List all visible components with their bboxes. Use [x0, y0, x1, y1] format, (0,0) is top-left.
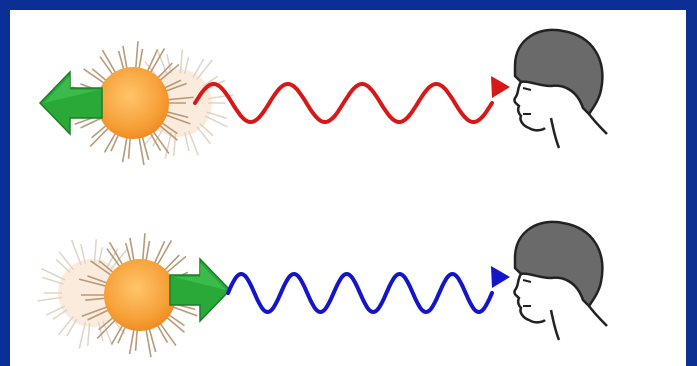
- star-ray: [70, 239, 82, 266]
- star-ray: [52, 309, 68, 320]
- row-redshift: [38, 28, 608, 166]
- star-ray: [196, 125, 212, 145]
- star-ray: [93, 239, 98, 264]
- star-ray: [183, 132, 190, 151]
- red-arrowhead-icon: [491, 76, 510, 98]
- star-ray: [87, 322, 91, 346]
- star-ray: [179, 49, 184, 74]
- star-ray: [55, 258, 71, 274]
- star-ray: [80, 244, 87, 264]
- star-ray: [110, 315, 126, 335]
- star-ray: [97, 322, 104, 341]
- star-ray: [183, 57, 190, 74]
- star-ray: [110, 249, 127, 271]
- blue-arrowhead-icon: [491, 266, 510, 288]
- star-ray: [188, 130, 199, 156]
- star-ray: [42, 276, 64, 285]
- star-ray: [37, 296, 63, 302]
- star-ray: [206, 111, 227, 120]
- star-ray: [202, 75, 219, 87]
- star-ray: [78, 322, 87, 349]
- observer-head-icon: [513, 220, 608, 341]
- star-ray: [97, 247, 104, 264]
- star-icon: [71, 41, 194, 166]
- green-right-arrow-icon: [169, 257, 232, 323]
- observer-head-icon: [513, 28, 608, 149]
- star-ray: [58, 251, 74, 271]
- star-ray: [173, 132, 177, 156]
- star-ray: [66, 318, 78, 337]
- star-ray: [41, 268, 66, 281]
- star-ray: [192, 58, 205, 78]
- row-blueshift: [37, 220, 608, 358]
- star-ray: [199, 122, 214, 137]
- star-ray: [204, 115, 228, 128]
- star-ray: [57, 315, 74, 336]
- star-ray: [45, 305, 66, 316]
- green-left-arrow-icon: [38, 70, 103, 136]
- red-wave: [193, 82, 494, 124]
- star-ray: [164, 132, 173, 159]
- star-ray: [196, 59, 213, 81]
- blue-wave: [226, 271, 494, 315]
